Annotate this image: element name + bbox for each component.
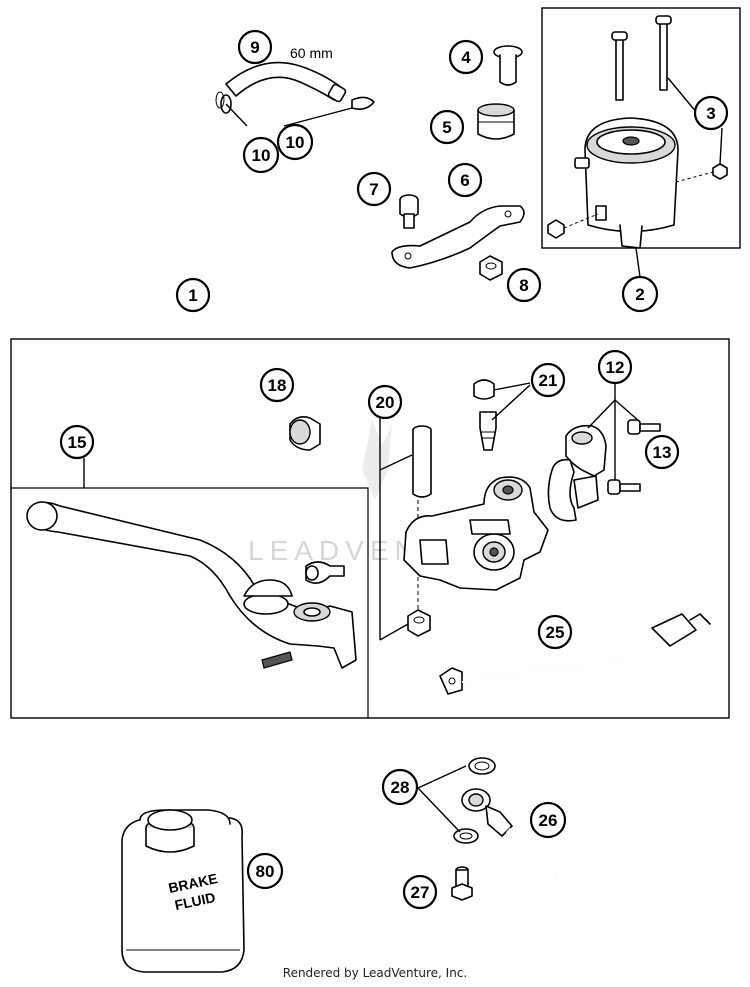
callout-5: 5 xyxy=(429,109,465,145)
brake-switch-cable-25 xyxy=(439,613,711,695)
svg-text:28: 28 xyxy=(391,778,410,797)
rubber-bellows-5 xyxy=(477,103,515,140)
svg-text:9: 9 xyxy=(250,38,259,57)
callout-3: 3 xyxy=(693,95,729,131)
hose-length-label: 60 mm xyxy=(290,45,333,61)
lever-subframe xyxy=(11,487,369,718)
svg-text:12: 12 xyxy=(606,358,625,377)
bracket-6 xyxy=(391,205,525,269)
reservoir-assembly xyxy=(547,15,728,249)
clamp-bolts-13 xyxy=(607,419,661,495)
brake-hose-26 xyxy=(453,757,559,879)
bolt-7 xyxy=(399,194,419,229)
svg-text:1: 1 xyxy=(188,286,197,305)
callout-27: 27 xyxy=(402,874,438,910)
callout-10-left: 10 xyxy=(242,136,280,174)
callout-20: 20 xyxy=(367,384,403,420)
callout-9: 9 xyxy=(237,29,273,65)
callout-15: 15 xyxy=(59,424,95,460)
callouts: 1 2 3 4 5 6 7 8 9 10 10 12 13 15 18 20 2… xyxy=(59,29,729,910)
nut-8 xyxy=(479,255,503,281)
callout-2: 2 xyxy=(621,275,659,313)
svg-text:80: 80 xyxy=(256,862,275,881)
svg-text:3: 3 xyxy=(706,104,715,123)
reservoir-frame xyxy=(541,7,741,249)
master-cylinder-body xyxy=(403,476,549,591)
callout-21: 21 xyxy=(530,362,566,398)
svg-text:6: 6 xyxy=(460,171,469,190)
hose-9-assembly xyxy=(215,61,375,114)
svg-text:4: 4 xyxy=(461,48,471,67)
callout-6: 6 xyxy=(447,162,483,198)
svg-text:26: 26 xyxy=(539,811,558,830)
footer-credit: Rendered by LeadVenture, Inc. xyxy=(282,966,468,980)
bleeder-21 xyxy=(473,379,497,451)
callout-28: 28 xyxy=(381,768,419,806)
handlebar-clamp-12 xyxy=(547,424,607,522)
brake-lever-15 xyxy=(26,501,357,669)
master-cylinder-frame xyxy=(10,338,730,719)
callout-12: 12 xyxy=(597,349,633,385)
callout-10-right: 10 xyxy=(276,123,314,161)
svg-text:15: 15 xyxy=(68,433,87,452)
callout-7: 7 xyxy=(356,171,392,207)
svg-text:10: 10 xyxy=(286,133,305,152)
pin-20 xyxy=(407,425,432,637)
svg-text:21: 21 xyxy=(539,371,558,390)
svg-text:5: 5 xyxy=(442,118,451,137)
leader-lines xyxy=(83,77,723,833)
banjo-bolt-27 xyxy=(451,866,473,901)
svg-text:27: 27 xyxy=(411,883,430,902)
callout-25: 25 xyxy=(537,614,573,650)
svg-text:20: 20 xyxy=(376,393,395,412)
callout-1: 1 xyxy=(175,277,211,313)
svg-text:2: 2 xyxy=(635,285,644,304)
callout-18: 18 xyxy=(259,367,295,403)
svg-text:10: 10 xyxy=(252,146,271,165)
callout-8: 8 xyxy=(506,267,542,303)
callout-26: 26 xyxy=(529,801,567,839)
callout-13: 13 xyxy=(644,434,680,470)
svg-text:7: 7 xyxy=(369,180,378,199)
callout-80: 80 xyxy=(246,852,284,890)
svg-text:18: 18 xyxy=(268,376,287,395)
brake-fluid-bottle-80: BRAKE FLUID xyxy=(121,809,245,973)
svg-text:13: 13 xyxy=(653,443,672,462)
boot-18 xyxy=(289,416,321,451)
callout-4: 4 xyxy=(448,39,484,75)
svg-text:25: 25 xyxy=(546,623,565,642)
reservoir-cap-4 xyxy=(493,45,523,86)
svg-text:8: 8 xyxy=(519,276,528,295)
